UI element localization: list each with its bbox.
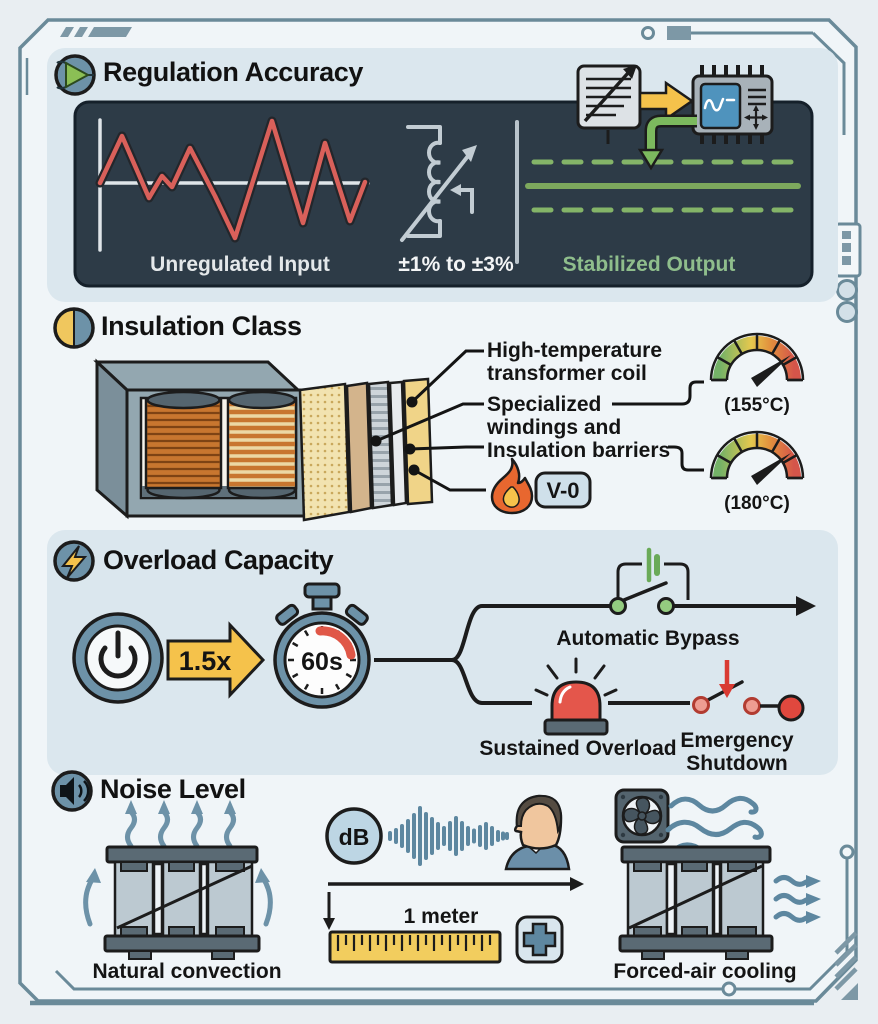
tolerance-label: ±1% to ±3%	[398, 253, 514, 276]
fan-icon	[614, 788, 670, 844]
forced-air-arrows	[773, 875, 821, 924]
temperature-gauge-icon-155	[709, 332, 805, 387]
person-profile-icon	[504, 794, 571, 871]
frame-bottomright-circuit	[54, 844, 858, 1000]
overload-section-graphics	[53, 540, 816, 736]
frame-slash-decoration	[60, 27, 132, 37]
regulation-section-graphics	[54, 54, 814, 288]
callout-windings-line2: windings and	[487, 416, 622, 439]
unregulated-waveform	[95, 116, 370, 243]
power-button-icon	[72, 612, 164, 704]
transformer-forced-cooling	[618, 845, 774, 960]
stabilized-output-label: Stabilized Output	[562, 253, 736, 276]
automatic-bypass-label: Automatic Bypass	[556, 627, 740, 650]
insulation-section-graphics	[53, 307, 805, 522]
gauge-155-label: (155°C)	[724, 395, 790, 416]
flame-icon	[490, 457, 534, 515]
overload-lightning-icon	[53, 540, 95, 582]
siren-icon	[534, 657, 618, 736]
stopwatch-icon	[273, 582, 371, 709]
duration-label: 60s	[301, 648, 343, 676]
callout-coil-line1: High-temperature	[487, 339, 663, 362]
callout-dots	[370, 396, 420, 476]
db-badge-icon	[325, 807, 383, 865]
callout-lines	[375, 349, 704, 492]
controller-chip-icon	[691, 65, 774, 144]
insulation-layer-sheets	[298, 377, 434, 522]
flammability-badge	[534, 471, 592, 509]
insulation-section-title: Insulation Class	[101, 311, 302, 341]
regulation-target-icon	[54, 54, 96, 96]
temperature-gauge-icon-180	[709, 430, 805, 485]
overload-section-title: Overload Capacity	[103, 545, 334, 575]
distance-arrow	[323, 877, 584, 930]
one-meter-label: 1 meter	[403, 905, 479, 928]
noise-section-title: Noise Level	[100, 774, 246, 804]
transformer-natural-cooling	[103, 845, 261, 960]
multiplier-arrow	[166, 621, 266, 699]
sustained-overload-label: Sustained Overload	[479, 737, 677, 760]
gauge-180-label: (180°C)	[724, 493, 790, 514]
overload-card	[47, 530, 838, 775]
frame-right-connector	[834, 222, 862, 323]
bypass-switch-icon	[609, 547, 690, 615]
feedback-arrow	[637, 114, 697, 171]
emergency-switch-icon	[692, 660, 805, 722]
insulation-halfcircle-icon	[53, 307, 95, 349]
medical-cross-icon	[515, 915, 564, 964]
forced-air-cooling-label: Forced-air cooling	[613, 960, 797, 983]
noise-section-graphics	[51, 770, 821, 964]
emergency-label-line2: Shutdown	[686, 752, 788, 775]
db-unit-label: dB	[338, 824, 370, 850]
regulation-section-title: Regulation Accuracy	[103, 57, 363, 87]
unregulated-input-label: Unregulated Input	[150, 253, 330, 276]
callout-windings-line1: Specialized	[487, 393, 602, 416]
noise-speaker-icon	[51, 770, 93, 812]
natural-convection-label: Natural convection	[92, 960, 282, 983]
callout-windings-line3: Insulation barriers	[487, 439, 671, 462]
callout-coil-line2: transformer coil	[487, 362, 647, 385]
flow-lines	[374, 604, 798, 705]
variable-regulator-icon	[400, 125, 477, 242]
process-arrow-icon	[638, 80, 695, 122]
emergency-label-line1: Emergency	[680, 729, 794, 752]
ruler-icon	[328, 930, 502, 964]
flow-arrowhead	[796, 596, 816, 616]
convection-arrows	[83, 800, 273, 927]
transformer-core-illustration	[93, 358, 312, 520]
multiplier-label: 1.5x	[178, 646, 232, 676]
sound-wave-bars	[388, 806, 509, 866]
frame-topright-circuit	[641, 26, 846, 135]
stabilized-output-lines	[525, 159, 801, 213]
flammability-rating-label: V-0	[546, 478, 580, 503]
